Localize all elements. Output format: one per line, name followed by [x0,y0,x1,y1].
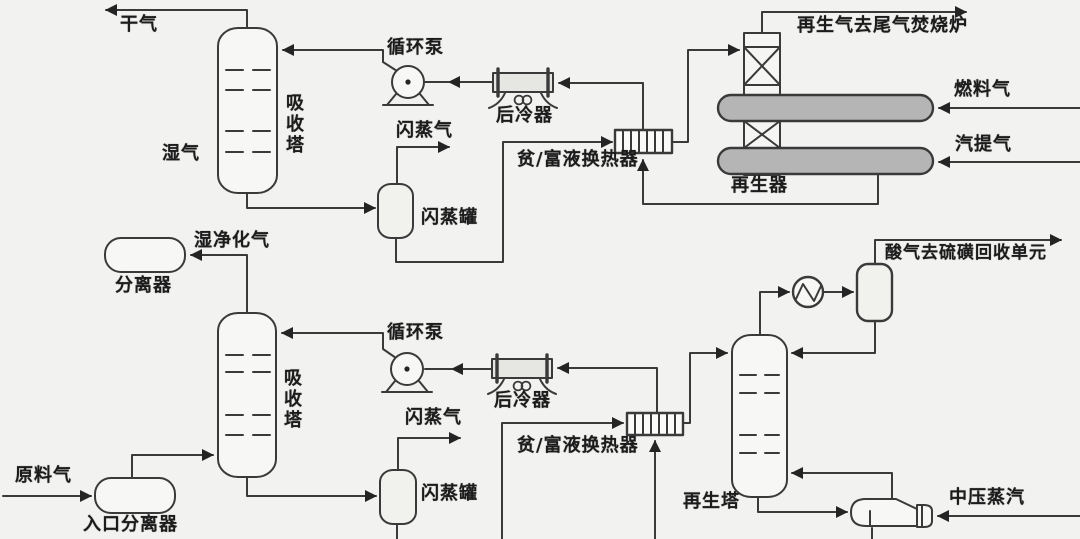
top-after-cooler-label: 后冷器 [496,105,553,126]
bottom-flash-gas-line [397,432,461,471]
acid-gas-line [874,234,1062,265]
bottom-exchanger-to-tower-line [682,347,728,424]
wet-gas-label: 湿气 [162,143,200,164]
top-flash-drum-label: 闪蒸罐 [421,207,478,228]
regeneration-tower-column [731,334,788,498]
top-rich-solvent-to-flash-line [246,192,376,214]
wet-purified-gas-label: 湿净化气 [194,230,270,251]
regenerator-vessel [716,32,935,176]
top-circulation-pump-symbol [382,65,434,106]
inlet-separator-to-absorber-line [131,449,214,479]
top-exchanger-to-cooler-line [558,77,644,130]
top-flash-gas-line [396,141,450,185]
tower-overhead-line [759,286,790,336]
separator-label: 分离器 [115,275,172,296]
regen-offgas-label: 再生气去尾气焚烧炉 [797,15,968,36]
bottom-absorber-label: 吸收塔 [284,368,302,431]
wet-purified-gas-line [190,249,248,314]
bottom-rich-riser-to-exchanger-line [501,417,624,539]
bottom-flash-drum-label: 闪蒸罐 [421,483,478,504]
top-lean-rich-exchanger-symbol [613,128,674,155]
separator-vessel [104,237,186,273]
tower-bottoms-to-reboiler-line [757,496,848,518]
stripping-gas-label: 汽提气 [955,134,1012,155]
top-flash-drum [377,183,414,239]
bottom-rich-solvent-to-flash-line [246,476,377,502]
top-absorber-label: 吸收塔 [286,93,304,156]
acid-gas-label: 酸气去硫磺回收单元 [885,243,1047,263]
dry-gas-label: 干气 [120,14,158,35]
top-dry-gas-line [105,3,248,29]
kettle-reboiler-symbol [850,498,933,528]
feed-gas-label: 原料气 [15,465,72,486]
bottom-after-cooler-label: 后冷器 [494,390,551,411]
top-flash-to-exchanger-line [395,136,613,263]
top-pump-label: 循环泵 [387,37,444,58]
inlet-separator-vessel [94,477,176,514]
regenerator-offgas-line [761,6,967,34]
inlet-separator-label: 入口分离器 [83,514,178,535]
bottom-lean-solvent-to-absorber-line [281,327,397,359]
top-flash-gas-label: 闪蒸气 [396,120,453,141]
bottom-after-cooler-symbol [487,353,557,395]
regenerator-label: 再生器 [731,175,788,196]
top-lean-return-line [637,159,879,205]
regeneration-tower-label: 再生塔 [683,491,740,512]
top-absorber-column [217,27,278,194]
mp-steam-label: 中压蒸汽 [949,487,1025,508]
bottom-flash-drum [379,469,417,525]
reboiler-vapor-line [791,467,893,500]
fuel-gas-label: 燃料气 [954,79,1011,100]
bottom-lean-rich-exchanger-symbol [625,411,685,437]
reflux-drum [855,262,894,323]
bottom-flash-gas-label: 闪蒸气 [405,407,462,428]
top-exchanger-label: 贫/富液换热器 [517,149,639,170]
top-lean-solvent-to-absorber-line [282,44,398,72]
top-after-cooler-symbol [488,67,558,109]
bottom-pump-label: 循环泵 [387,322,444,343]
bottom-exchanger-label: 贫/富液换热器 [517,435,639,456]
top-exchanger-to-regenerator-line [671,44,740,143]
bottom-exchanger-to-cooler-line [557,362,658,413]
overhead-condenser-symbol [791,275,825,309]
bottom-circulation-pump-symbol [381,352,433,393]
reflux-return-line [791,320,876,359]
bottom-absorber-column [217,312,277,478]
